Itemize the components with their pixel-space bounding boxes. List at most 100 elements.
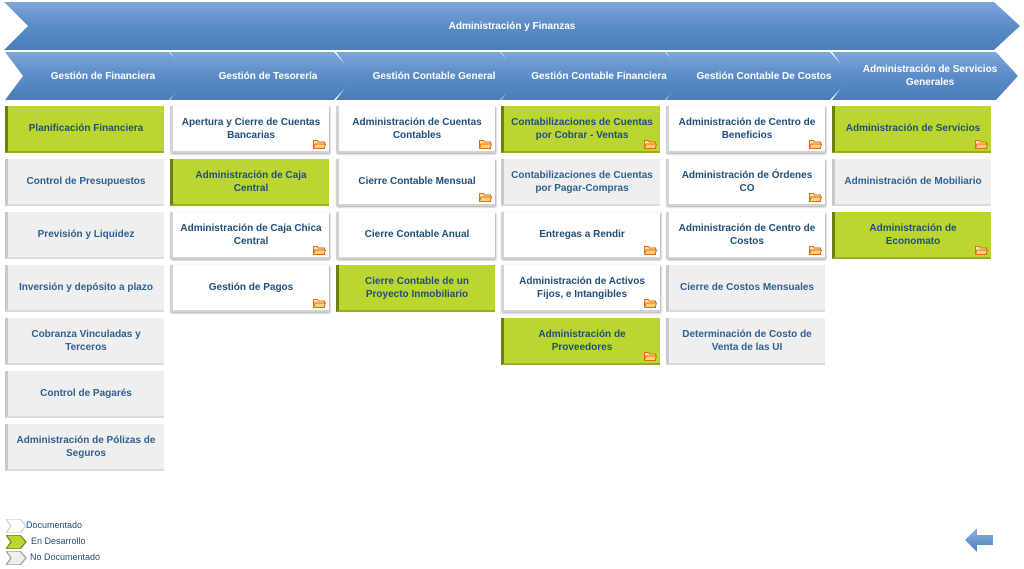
header-chevron-shape [832, 52, 1018, 100]
legend-label: No Documentado [30, 552, 101, 562]
column-header-5: Administración de Servicios Generales [832, 52, 1018, 100]
folder-icon[interactable] [644, 351, 657, 361]
process-box-label: Determinación de Costo de Venta de las U… [682, 328, 812, 353]
legend-swatch [6, 519, 27, 533]
legend-swatch [6, 551, 27, 565]
column-header-label: Gestión Contable De Costos [696, 70, 832, 82]
header-chevron-shape [501, 52, 687, 100]
process-box-label: Contabilizaciones de Cuentas por Pagar-C… [511, 169, 653, 194]
header-chevron-shape [336, 52, 522, 100]
process-box-label: Control de Presupuestos [26, 176, 146, 187]
column-header-label: Administración de Servicios Generales [862, 64, 998, 88]
process-box[interactable]: Contabilizaciones de Cuentas por Cobrar … [501, 106, 660, 153]
column-header-4: Gestión Contable De Costos [666, 52, 852, 100]
folder-icon[interactable] [975, 245, 988, 255]
process-box[interactable]: Administración de Caja Chica Central [170, 212, 329, 259]
process-box-label: Administración de Cuentas Contables [352, 116, 482, 141]
process-box-label: Administración de Centro de Costos [678, 222, 816, 247]
folder-icon[interactable] [809, 192, 822, 202]
header-chevron-shape [5, 52, 191, 100]
column-header-label: Gestión Contable Financiera [531, 70, 667, 82]
process-box[interactable]: Cierre de Costos Mensuales [666, 265, 825, 312]
process-box-label: Inversión y depósito a plazo [19, 282, 153, 293]
folder-icon[interactable] [479, 192, 492, 202]
process-box[interactable]: Determinación de Costo de Venta de las U… [666, 318, 825, 365]
folder-icon[interactable] [644, 139, 657, 149]
folder-icon[interactable] [809, 245, 822, 255]
process-box[interactable]: Administración de Órdenes CO [666, 159, 825, 206]
legend-item-dev: En Desarrollo [6, 535, 126, 549]
header-chevron-shape [666, 52, 852, 100]
process-box[interactable]: Inversión y depósito a plazo [5, 265, 164, 312]
folder-icon[interactable] [644, 298, 657, 308]
folder-icon[interactable] [809, 139, 822, 149]
process-box[interactable]: Cierre Contable Anual [336, 212, 495, 259]
process-box[interactable]: Administración de Economato [832, 212, 991, 259]
process-box[interactable]: Apertura y Cierre de Cuentas Bancarias [170, 106, 329, 153]
process-box[interactable]: Administración de Caja Central [170, 159, 329, 206]
folder-icon[interactable] [313, 298, 326, 308]
process-box[interactable]: Administración de Mobiliario [832, 159, 991, 206]
folder-icon[interactable] [975, 139, 988, 149]
process-box-label: Administración de Pólizas de Seguros [16, 434, 156, 459]
process-box[interactable]: Administración de Pólizas de Seguros [5, 424, 164, 471]
process-box-label: Administración de Caja Chica Central [180, 222, 322, 247]
folder-icon[interactable] [479, 139, 492, 149]
process-box[interactable]: Administración de Servicios [832, 106, 991, 153]
process-box[interactable]: Cierre Contable de un Proyecto Inmobilia… [336, 265, 495, 312]
process-box-label: Apertura y Cierre de Cuentas Bancarias [181, 116, 321, 141]
banner-title: Administración y Finanzas [448, 20, 576, 32]
process-box-label: Administración de Activos Fijos, e Intan… [519, 275, 645, 300]
header-chevron-shape [170, 52, 356, 100]
process-box[interactable]: Cierre Contable Mensual [336, 159, 495, 206]
process-box-label: Previsión y Liquidez [37, 229, 135, 240]
process-box-label: Administración de Economato [869, 222, 957, 247]
process-box[interactable]: Control de Pagarés [5, 371, 164, 418]
column-header-3: Gestión Contable Financiera [501, 52, 687, 100]
process-box-label: Administración de Proveedores [538, 328, 626, 353]
process-box-label: Administración de Caja Central [195, 169, 307, 194]
process-box-label: Contabilizaciones de Cuentas por Cobrar … [511, 116, 653, 141]
process-box[interactable]: Administración de Centro de Beneficios [666, 106, 825, 153]
process-box-label: Cierre Contable Mensual [358, 176, 476, 187]
process-box-label: Administración de Centro de Beneficios [678, 116, 816, 141]
process-box[interactable]: Cobranza Vinculadas y Terceros [5, 318, 164, 365]
column-header-label: Gestión de Tesorería [218, 70, 318, 82]
process-box-label: Entregas a Rendir [539, 229, 625, 240]
folder-icon[interactable] [313, 139, 326, 149]
legend-label: Documentado [26, 520, 83, 530]
process-box-label: Cierre Contable de un Proyecto Inmobilia… [365, 275, 469, 300]
process-box-label: Administración de Mobiliario [844, 176, 982, 187]
banner-arrow-shape [4, 2, 1020, 50]
process-box[interactable]: Administración de Centro de Costos [666, 212, 825, 259]
process-box-label: Gestión de Pagos [208, 282, 294, 293]
process-box[interactable]: Gestión de Pagos [170, 265, 329, 312]
legend-swatch [6, 535, 27, 549]
column-header-label: Gestión Contable General [372, 70, 496, 82]
column-header-0: Gestión de Financiera [5, 52, 191, 100]
process-box-label: Administración de Servicios [845, 123, 981, 134]
column-header-1: Gestión de Tesorería [170, 52, 356, 100]
process-box[interactable]: Contabilizaciones de Cuentas por Pagar-C… [501, 159, 660, 206]
process-box[interactable]: Previsión y Liquidez [5, 212, 164, 259]
process-box[interactable]: Entregas a Rendir [501, 212, 660, 259]
back-arrow-button[interactable] [965, 528, 995, 552]
process-box-label: Administración de Órdenes CO [681, 169, 813, 194]
process-box-label: Cierre Contable Anual [364, 229, 470, 240]
legend-item-doc: Documentado [6, 519, 126, 533]
process-box-label: Cierre de Costos Mensuales [680, 282, 814, 293]
process-box[interactable]: Planificación Financiera [5, 106, 164, 153]
column-header-label: Gestión de Financiera [50, 70, 156, 82]
back-arrow-icon [965, 528, 993, 552]
process-box[interactable]: Administración de Activos Fijos, e Intan… [501, 265, 660, 312]
folder-icon[interactable] [644, 245, 657, 255]
process-box[interactable]: Control de Presupuestos [5, 159, 164, 206]
process-box[interactable]: Administración de Proveedores [501, 318, 660, 365]
process-box-label: Planificación Financiera [28, 123, 144, 134]
process-box-label: Control de Pagarés [40, 388, 132, 399]
process-box-label: Cobranza Vinculadas y Terceros [31, 328, 141, 353]
legend-label: En Desarrollo [31, 536, 86, 546]
folder-icon[interactable] [313, 245, 326, 255]
column-header-2: Gestión Contable General [336, 52, 522, 100]
process-box[interactable]: Administración de Cuentas Contables [336, 106, 495, 153]
